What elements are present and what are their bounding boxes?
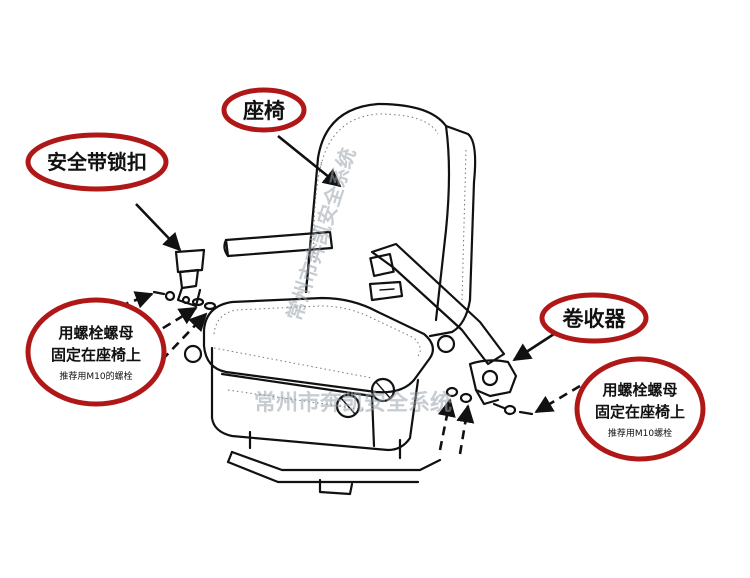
seat-base-rails xyxy=(226,430,442,496)
label-left-note: 用螺栓螺母 固定在座椅上 推荐用M10的螺栓 xyxy=(25,297,167,407)
right-note-line2: 固定在座椅上 xyxy=(595,403,685,421)
left-bolt-arrow-3 xyxy=(161,312,208,361)
right-note-line1: 用螺栓螺母 xyxy=(602,381,677,399)
svg-text:座椅: 座椅 xyxy=(243,99,285,123)
label-retractor: 卷收器 xyxy=(539,292,649,344)
seat-frame xyxy=(210,346,420,452)
retractor-arrow xyxy=(512,332,555,362)
right-bolt-arrow-2 xyxy=(456,404,475,455)
left-mounting-hardware xyxy=(152,290,217,311)
left-note-line1: 用螺栓螺母 xyxy=(58,324,133,342)
label-right-note: 用螺栓螺母 固定在座椅上 推荐用M10螺栓 xyxy=(574,356,706,462)
seat-armrest xyxy=(223,230,334,294)
seat-belt-webbing xyxy=(368,242,506,366)
label-seat: 座椅 xyxy=(221,87,307,133)
retractor-part xyxy=(468,359,518,406)
seat-arrow xyxy=(277,134,342,188)
seat-adjustment-knobs xyxy=(183,334,456,419)
seat-cushion xyxy=(202,296,435,394)
watermark-layer: 常州市奔凯安全系统 常州市奔凯安全系统 xyxy=(254,145,452,416)
right-note-line3: 推荐用M10螺栓 xyxy=(608,427,672,439)
seat-illustration xyxy=(152,102,534,496)
left-note-line2: 固定在座椅上 xyxy=(51,346,141,364)
buckle-part xyxy=(174,248,206,308)
label-buckle: 安全带锁扣 xyxy=(25,132,169,192)
left-note-line3: 推荐用M10的螺栓 xyxy=(59,370,132,382)
svg-text:安全带锁扣: 安全带锁扣 xyxy=(47,150,147,174)
svg-text:卷收器: 卷收器 xyxy=(563,307,627,331)
watermark-horizontal: 常州市奔凯安全系统 xyxy=(254,390,452,416)
right-bolt-arrow-1 xyxy=(437,398,456,451)
right-bolt-arrow-3 xyxy=(534,384,581,414)
right-mounting-hardware xyxy=(445,386,534,416)
buckle-arrow xyxy=(135,203,182,252)
seat-backrest xyxy=(304,102,477,338)
